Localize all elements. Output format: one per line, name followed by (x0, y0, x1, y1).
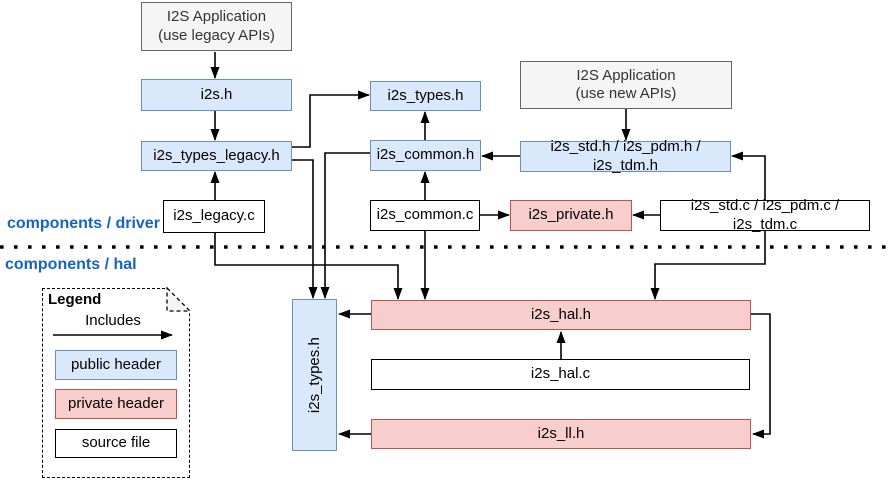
edge-i2s-legacy-c-to-i2s-hal-h (214, 233, 403, 300)
node-i2s-private-h: i2s_private.h (510, 200, 632, 231)
node-i2s-std-pdm-tdm-c: i2s_std.c / i2s_pdm.c / i2s_tdm.c (660, 197, 870, 233)
node-i2s-ll-h: i2s_ll.h (371, 419, 751, 449)
edge-i2s-hal-h-to-i2s-ll-h (751, 313, 771, 439)
node-i2s-types-h-driver: i2s_types.h (370, 81, 481, 111)
node-i2s-std-pdm-tdm-h: i2s_std.h / i2s_pdm.h / i2s_tdm.h (520, 138, 731, 174)
node-i2s-common-h: i2s_common.h (370, 140, 481, 171)
section-label-hal: components / hal (5, 256, 137, 273)
legend-private-header: private header (55, 389, 177, 419)
node-app-new: I2S Application (use new APIs) (520, 61, 732, 109)
section-label-driver: components / driver (7, 215, 160, 232)
edge-i2s-types-legacy-h-to-i2s-types-h-hal (292, 159, 318, 299)
node-i2s-legacy-c: i2s_legacy.c (163, 200, 265, 233)
legend-public-header: public header (55, 350, 177, 380)
edge-i2s-types-legacy-h-to-i2s-types-h (292, 90, 370, 148)
node-i2s-hal-h: i2s_hal.h (371, 300, 751, 330)
node-i2s-hal-c: i2s_hal.c (371, 359, 750, 390)
legend-includes-label: Includes (85, 312, 141, 329)
legend-fold-cover (168, 286, 192, 312)
node-i2s-common-c: i2s_common.c (370, 200, 480, 231)
node-i2s-types-h-hal: i2s_types.h (292, 299, 337, 451)
edge-i2s-common-h-to-i2s-types-h-hal (320, 152, 370, 299)
node-app-legacy: I2S Application (use legacy APIs) (141, 2, 292, 51)
node-i2s-types-legacy-h: i2s_types_legacy.h (141, 141, 292, 171)
edge-i2s-std-c-to-i2s-std-h (731, 151, 766, 200)
node-i2s-types-h-hal-label: i2s_types.h (305, 337, 323, 413)
legend-source-file: source file (55, 429, 177, 458)
legend-title: Legend (48, 291, 102, 308)
edge-i2s-std-c-to-i2s-hal-h (650, 231, 766, 300)
node-i2s-h: i2s.h (141, 79, 292, 111)
